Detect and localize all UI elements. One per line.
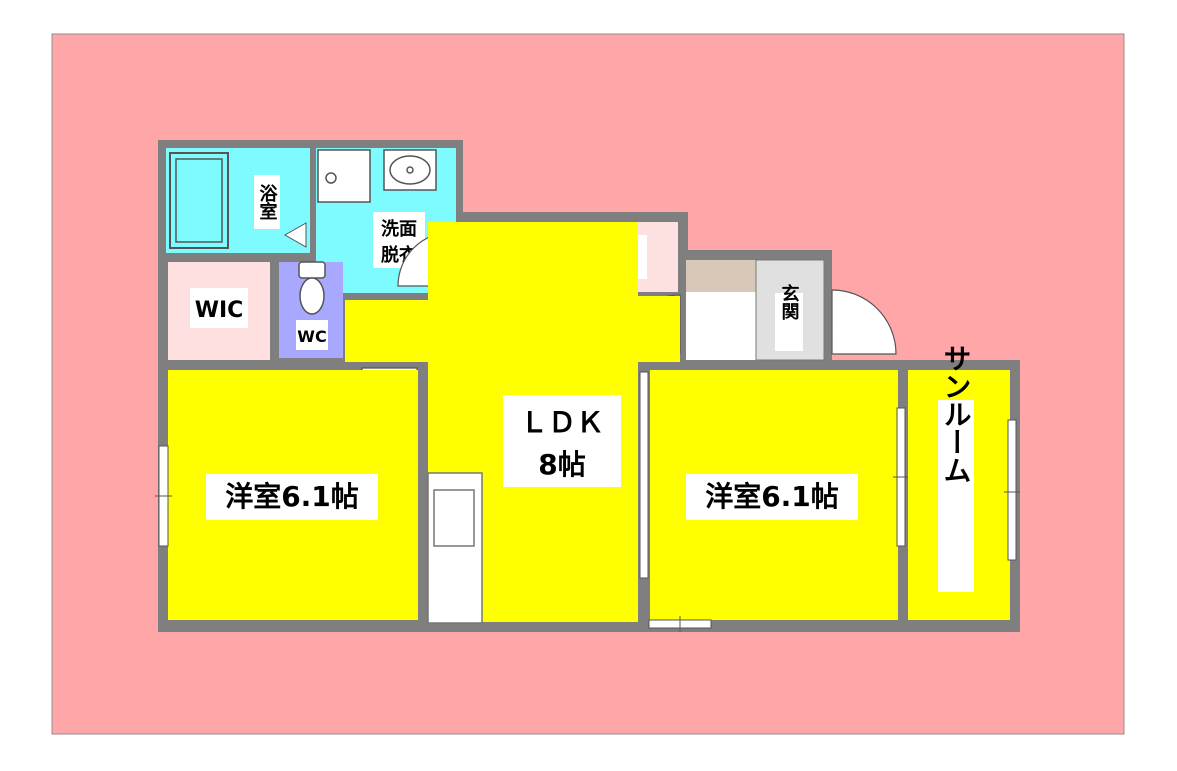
ldk-label-line1: ＬＤＫ [520, 406, 604, 439]
sunroom-label-box [938, 400, 974, 592]
western-left-label: 洋室6.1帖 [225, 480, 359, 513]
wic-label-box [190, 288, 248, 328]
bathtub-icon [169, 152, 229, 249]
washing-machine-icon [325, 172, 337, 184]
entrance-label-box [775, 293, 803, 351]
wc-label-box [296, 320, 328, 350]
ldk-label-line2: 8帖 [538, 448, 585, 481]
bath-label-box [254, 175, 280, 229]
entrance-door-icon [831, 289, 897, 355]
bath-door-icon [283, 222, 307, 248]
sliding-door [639, 371, 649, 579]
entrance-label: 玄関 [779, 283, 800, 320]
wic-label: WIC [195, 298, 244, 323]
bath-label: 浴室 [257, 184, 278, 220]
window-sunroom [1007, 419, 1017, 561]
shoe-box-icon [686, 260, 766, 292]
wc-label: WC [297, 327, 326, 346]
sunroom-label: サンルーム [940, 344, 973, 484]
toilet-icon [298, 261, 326, 279]
western-right-label: 洋室6.1帖 [705, 480, 839, 513]
western-right-label-box [686, 474, 858, 520]
western-left-label-box [206, 474, 378, 520]
ldk-label-box [503, 395, 621, 487]
washroom-label-line1: 洗面 [381, 218, 417, 240]
